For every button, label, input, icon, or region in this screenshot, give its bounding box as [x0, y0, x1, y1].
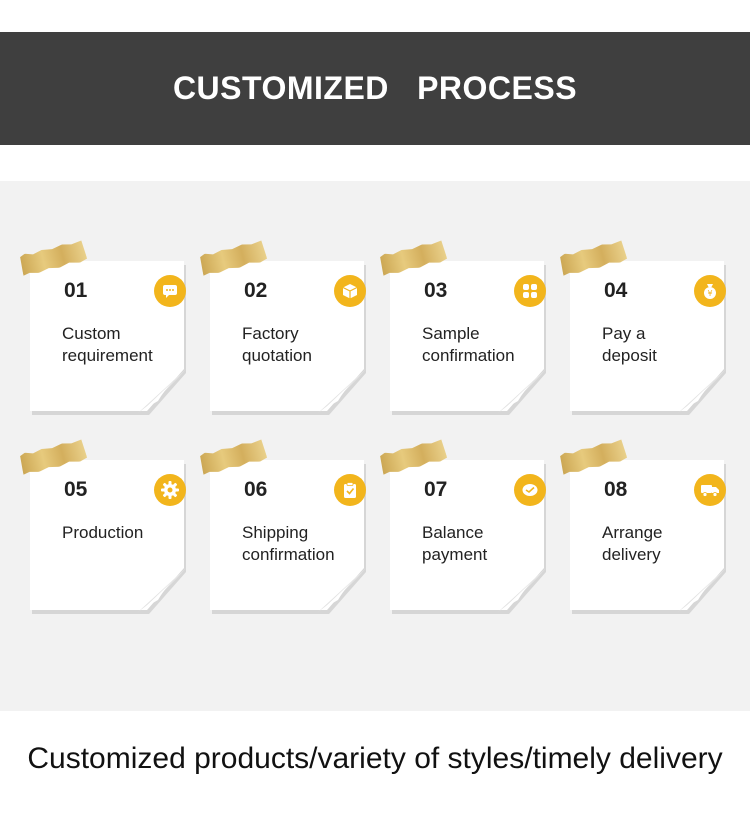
- footer-tagline: Customized products/variety of styles/ti…: [27, 742, 723, 775]
- process-panel: 01 Custom requirement 02 Factory quotati…: [0, 181, 750, 711]
- step-card: 07 Balance payment: [390, 460, 546, 614]
- step-label-line1: Custom: [62, 324, 121, 343]
- step-label: Pay a deposit: [602, 323, 722, 367]
- step-label-line1: Shipping: [242, 523, 309, 542]
- clipboard-check-icon: [334, 474, 366, 506]
- step-label: Sample confirmation: [422, 323, 542, 367]
- step-number: 06: [244, 478, 268, 501]
- payment-icon: [514, 474, 546, 506]
- box-icon: [334, 275, 366, 307]
- step-label-line1: Production: [62, 523, 144, 542]
- step-label-line2: deposit: [602, 346, 657, 365]
- step-label-line1: Factory: [242, 324, 299, 343]
- step-number: 05: [64, 478, 88, 501]
- page-curl: [318, 568, 366, 612]
- page-curl: [138, 369, 186, 413]
- step-card: 03 Sample confirmation: [390, 261, 546, 415]
- step-card: 08 Arrange delivery: [570, 460, 726, 614]
- step-card: 02 Factory quotation: [210, 261, 366, 415]
- money-bag-icon: ¥: [694, 275, 726, 307]
- step-card: 04 ¥ Pay a deposit: [570, 261, 726, 415]
- step-label-line2: confirmation: [422, 346, 515, 365]
- step-number: 07: [424, 478, 448, 501]
- page-curl: [138, 568, 186, 612]
- step-label: Custom requirement: [62, 323, 182, 367]
- step-number: 01: [64, 279, 88, 302]
- svg-text:¥: ¥: [707, 289, 712, 298]
- page-curl: [678, 369, 726, 413]
- step-card: 01 Custom requirement: [30, 261, 186, 415]
- step-label-line2: confirmation: [242, 545, 335, 564]
- step-card: 05 Production: [30, 460, 186, 614]
- step-number: 08: [604, 478, 628, 501]
- grid-icon: [514, 275, 546, 307]
- step-label-line1: Pay a: [602, 324, 646, 343]
- step-card: 06 Shipping confirmation: [210, 460, 366, 614]
- step-label: Shipping confirmation: [242, 522, 362, 566]
- page-title: CUSTOMIZED PROCESS: [172, 70, 578, 106]
- step-label-line2: payment: [422, 545, 488, 564]
- step-number: 03: [424, 279, 448, 302]
- step-label-line1: Arrange: [602, 523, 663, 542]
- page-curl: [678, 568, 726, 612]
- step-label-line1: Balance: [422, 523, 484, 542]
- step-label: Arrange delivery: [602, 522, 722, 566]
- step-label: Factory quotation: [242, 323, 362, 367]
- chat-bubble-icon: [154, 275, 186, 307]
- step-number: 04: [604, 279, 628, 302]
- step-label-line1: Sample: [422, 324, 480, 343]
- step-label-line2: requirement: [62, 346, 153, 365]
- header-banner: CUSTOMIZED PROCESS: [0, 32, 750, 145]
- gear-icon: [154, 474, 186, 506]
- truck-icon: [694, 474, 726, 506]
- step-label-line2: delivery: [602, 545, 661, 564]
- step-label-line2: quotation: [242, 346, 312, 365]
- page-curl: [498, 568, 546, 612]
- step-label: Production: [62, 522, 182, 544]
- page-curl: [498, 369, 546, 413]
- page-curl: [318, 369, 366, 413]
- step-number: 02: [244, 279, 268, 302]
- step-label: Balance payment: [422, 522, 542, 566]
